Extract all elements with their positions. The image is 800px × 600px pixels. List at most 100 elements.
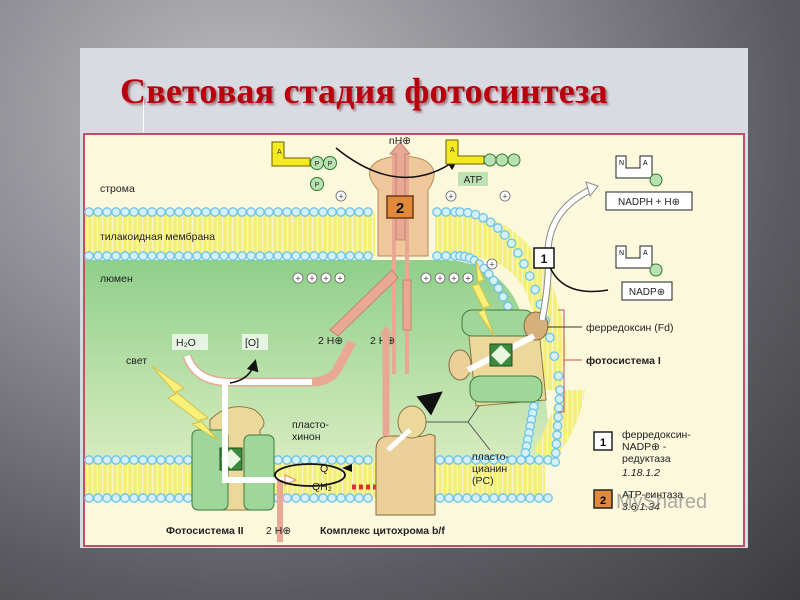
lipid-head: [488, 275, 499, 286]
lipid-head: [354, 207, 364, 217]
lipid-head: [129, 455, 139, 465]
lipid-head: [327, 251, 337, 261]
lipid-head: [282, 493, 292, 503]
lipid-head: [165, 207, 175, 217]
nh-plus-label: nH⊕: [389, 135, 411, 147]
photosystem-i-label: фотосистема I: [586, 355, 661, 367]
slide: Световая стадия фотосинтеза: [80, 48, 748, 548]
lipid-head: [102, 493, 112, 503]
lipid-head: [553, 371, 564, 381]
lipid-head: [435, 493, 445, 503]
lipid-head: [498, 291, 509, 302]
lipid-head: [219, 251, 229, 261]
lipid-head: [210, 207, 220, 217]
lipid-head: [553, 403, 564, 413]
lipid-head: [513, 248, 523, 258]
proton-sign: [434, 272, 446, 284]
lipid-head: [493, 283, 504, 294]
lipid-head: [93, 455, 103, 465]
lipid-head: [111, 207, 121, 217]
light-bolt-icon-psi: [471, 259, 495, 337]
lipid-head: [516, 493, 526, 503]
atp-synthase-number: 2: [396, 200, 404, 217]
lipid-head: [345, 251, 355, 261]
lipid-head: [183, 493, 193, 503]
lipid-head: [543, 493, 553, 503]
free-phosphate: [310, 177, 324, 191]
lipid-head: [534, 455, 544, 465]
lipid-head: [363, 493, 373, 503]
lipid-head: [228, 207, 238, 217]
lipid-head: [102, 207, 112, 217]
lumen-label: люмен: [100, 273, 133, 285]
lipid-head: [237, 207, 247, 217]
svg-text:A: A: [643, 250, 648, 257]
proton-sign: [292, 272, 304, 284]
svg-text:1: 1: [600, 437, 606, 449]
cytochrome-bf-complex: [375, 325, 436, 516]
lipid-head: [499, 230, 510, 240]
proton-plus-glyph: +: [338, 192, 343, 202]
legend-2-code: 3.6.1.34: [622, 501, 660, 513]
proton-sign: [306, 272, 318, 284]
proton-sign: [462, 272, 474, 284]
legend-1-line2: NADP⊕ -: [622, 441, 667, 453]
lipid-head: [555, 385, 565, 395]
lipid-head: [120, 455, 130, 465]
h2o-label: H₂O: [176, 337, 196, 349]
lipid-head: [147, 455, 157, 465]
lipid-head: [483, 269, 494, 279]
lipid-head: [102, 251, 112, 261]
atp-synthesis-arrow: [335, 147, 459, 179]
lipid-head: [165, 455, 175, 465]
lipid-head: [441, 251, 451, 261]
proton-sign: [486, 258, 498, 270]
proton-sign: [320, 272, 332, 284]
reductase-box: [533, 247, 555, 269]
lipid-head: [300, 207, 310, 217]
lipid-head: [156, 455, 166, 465]
lipid-head: [120, 493, 130, 503]
lipid-head: [219, 207, 229, 217]
qh2-label: QH₂: [312, 481, 332, 493]
lipid-head: [549, 351, 560, 362]
lipid-head: [300, 455, 310, 465]
lipid-head: [246, 207, 256, 217]
lipid-head: [111, 493, 121, 503]
lipid-head: [485, 217, 496, 228]
proton-plus-glyph: +: [295, 274, 300, 284]
lipid-head: [210, 251, 220, 261]
lipid-head: [478, 212, 488, 223]
lipid-head: [550, 448, 561, 458]
atp-synthase: 2: [335, 141, 459, 374]
plastoquinone-label-2: хинон: [292, 431, 321, 443]
photosystem-ii: [191, 406, 275, 511]
pc-transfer-arrow-icon: [416, 391, 443, 416]
ferredoxin-label: ферредоксин (Fd): [586, 322, 674, 334]
lipid-head: [201, 251, 211, 261]
psi-bracket: [558, 309, 565, 413]
lipid-head: [503, 301, 513, 312]
lipid-head: [553, 412, 564, 422]
lipid-head: [336, 207, 346, 217]
atp-synthase-label-box: [386, 195, 414, 219]
lipid-head: [432, 251, 442, 261]
legend-1-line1: ферредоксин-: [622, 429, 691, 441]
lipid-head: [309, 251, 319, 261]
lipid-head: [129, 251, 139, 261]
lipid-head: [174, 455, 184, 465]
proton-plus-glyph: +: [448, 192, 453, 202]
lipid-head: [174, 207, 184, 217]
lipid-head: [354, 493, 364, 503]
lipid-head: [138, 207, 148, 217]
lipid-head: [345, 493, 355, 503]
svg-text:2: 2: [600, 495, 606, 507]
nadph-molecule: N A NADPH + H⊕: [605, 155, 693, 211]
light-label-psii: свет: [126, 355, 147, 367]
lipid-head: [84, 207, 94, 217]
lipid-head: [147, 207, 157, 217]
proton-sign: [334, 272, 346, 284]
electron-path-psii: [182, 339, 356, 542]
lipid-head: [462, 207, 473, 218]
lipid-head: [156, 493, 166, 503]
